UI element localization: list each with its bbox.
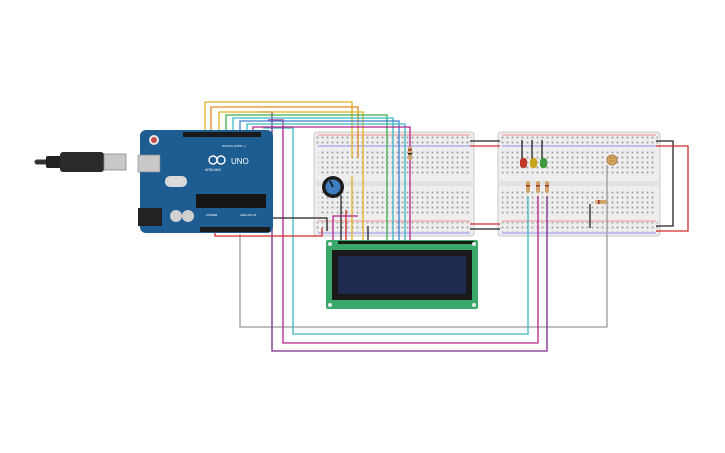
ldr-resistor[interactable] xyxy=(595,200,607,204)
usb-port[interactable] xyxy=(137,154,161,173)
photoresistor[interactable] xyxy=(606,154,618,166)
breadboard-right[interactable] xyxy=(497,131,661,237)
led-red[interactable] xyxy=(520,158,527,168)
breadboard-left[interactable] xyxy=(313,131,475,237)
board-brand-label: ARDUINO xyxy=(205,168,221,172)
header-wires[interactable] xyxy=(204,101,411,243)
potentiometer[interactable] xyxy=(322,176,344,198)
lcd-screen xyxy=(338,256,466,294)
power-header-label: POWER xyxy=(206,213,218,217)
digital-header-label: DIGITAL (PWM ~) xyxy=(222,144,246,148)
board-model-label: UNO xyxy=(231,157,249,166)
atmega-chip xyxy=(196,194,266,208)
usb-cable[interactable] xyxy=(34,152,127,172)
resistor-bank[interactable] xyxy=(526,181,549,193)
led-green[interactable] xyxy=(540,158,547,168)
magenta-wire xyxy=(268,119,539,344)
lcd-resistor[interactable] xyxy=(408,146,412,160)
led-yellow[interactable] xyxy=(530,158,537,168)
crystal xyxy=(165,176,187,187)
arduino-uno-board[interactable]: UNO ARDUINO DIGITAL (PWM ~) POWER ANALOG… xyxy=(137,130,273,233)
lcd-display[interactable] xyxy=(326,240,478,309)
power-jack[interactable] xyxy=(138,208,162,226)
analog-header-label: ANALOG IN xyxy=(240,213,256,217)
gray-wire xyxy=(239,165,608,328)
reset-button[interactable] xyxy=(151,137,157,143)
